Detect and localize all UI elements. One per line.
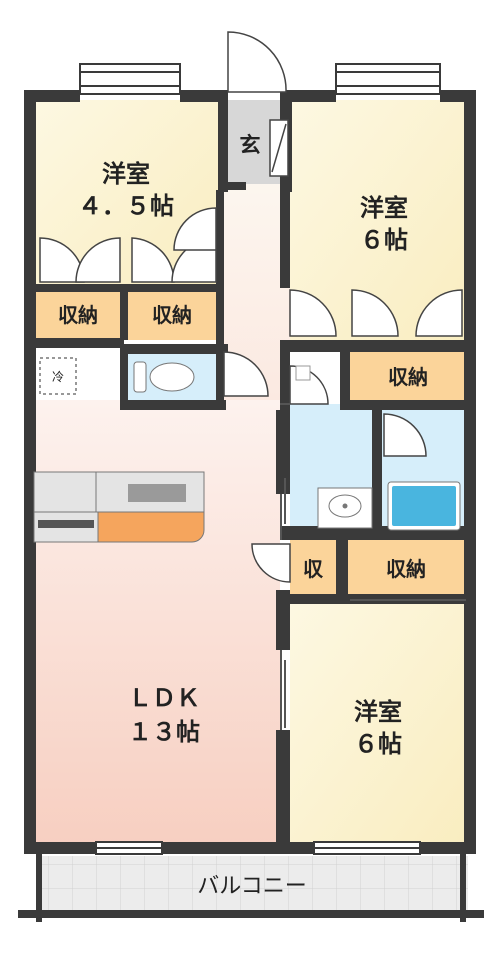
room-western-ne-name: 洋室: [360, 194, 408, 222]
sliding-doors: [280, 403, 466, 730]
balcony-label: バルコニー: [197, 874, 307, 899]
room-western-nw-name: 洋室: [102, 160, 150, 188]
closet-3-label: 収納: [388, 365, 428, 389]
entrance-label: 玄: [240, 133, 261, 157]
doors: [39, 31, 463, 583]
walls: [18, 90, 484, 922]
closet-3-floor: [348, 352, 466, 400]
closet-1-floor: [34, 290, 122, 340]
room-western-se-size: ６帖: [354, 730, 402, 758]
washbasin-fixture: [317, 487, 373, 529]
room-western-se-name: 洋室: [354, 698, 402, 726]
ldk-size: １３帖: [128, 718, 200, 746]
ldk-floor: [34, 400, 280, 844]
closet-2-floor: [126, 290, 218, 340]
kitchen-counter: [33, 471, 205, 543]
room-western-ne-size: ６帖: [360, 226, 408, 254]
room-western-se-floor: [290, 602, 466, 844]
toilet-fixture: [133, 361, 195, 393]
small-storage-floor: [290, 540, 336, 596]
closet-4-floor: [346, 540, 466, 596]
ldk-name: ＬＤＫ: [128, 684, 200, 712]
small-storage-label: 収: [303, 557, 324, 581]
room-western-nw-size: ４．５帖: [78, 192, 174, 220]
balcony-floor: [40, 856, 468, 912]
fridge-space: [39, 357, 77, 395]
closet-1-label: 収納: [58, 303, 98, 327]
windows: [79, 63, 441, 855]
closet-4-label: 収納: [386, 557, 426, 581]
closet-2-label: 収納: [152, 303, 192, 327]
fridge-label: 冷: [52, 370, 64, 384]
bathtub-fixture: [387, 481, 461, 531]
washer-space: [295, 365, 311, 381]
